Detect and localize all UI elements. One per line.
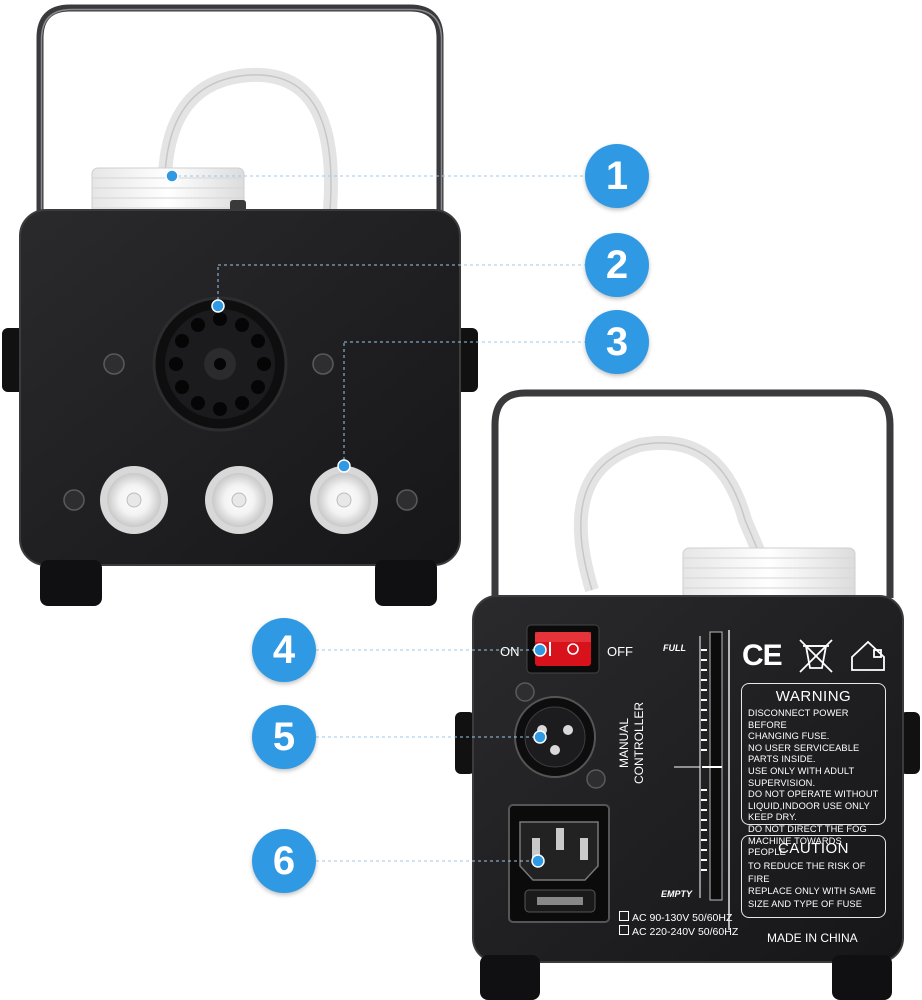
front-right-knob bbox=[456, 328, 478, 392]
voltage-checkbox bbox=[619, 925, 629, 935]
callout-2: 2 bbox=[585, 233, 649, 297]
manual-controller-line-2: CONTROLLER bbox=[632, 702, 646, 785]
rear-fluid-tank bbox=[682, 547, 856, 601]
caution-line: FIRE bbox=[748, 873, 770, 884]
warning-text: DISCONNECT POWER BEFORE CHANGING FUSE. N… bbox=[742, 705, 885, 859]
warning-line: PARTS INSIDE. bbox=[748, 754, 816, 765]
front-unit bbox=[2, 4, 478, 606]
gauge-empty-label: EMPTY bbox=[661, 889, 693, 899]
voltage-option-label: AC 90-130V 50/60HZ bbox=[632, 912, 733, 924]
callout-4: 4 bbox=[252, 618, 316, 682]
fog-nozzle bbox=[152, 296, 288, 432]
warning-line: DO NOT OPERATE WITHOUT bbox=[748, 789, 879, 800]
warning-title: WARNING bbox=[775, 688, 852, 705]
indoor-use-icon bbox=[851, 640, 885, 671]
front-foot-right bbox=[375, 560, 437, 606]
leader-dots bbox=[165, 169, 547, 868]
warning-line: DO NOT DIRECT THE FOG bbox=[748, 823, 867, 834]
power-switch bbox=[526, 624, 600, 674]
warning-line: DISCONNECT POWER BEFORE bbox=[748, 708, 849, 730]
iec-power-inlet bbox=[508, 804, 610, 923]
gauge-full-label: FULL bbox=[663, 643, 686, 653]
switch-off-label: OFF bbox=[607, 644, 633, 659]
xlr-manual-controller-socket bbox=[514, 696, 596, 778]
warning-box: WARNING DISCONNECT POWER BEFORE CHANGING… bbox=[741, 683, 886, 857]
rear-unit bbox=[455, 389, 920, 1000]
warning-line: SUPERVISION. bbox=[748, 777, 816, 788]
leader-lines bbox=[172, 175, 585, 862]
front-handle bbox=[36, 4, 444, 245]
voltage-option-110: AC 90-130V 50/60HZ bbox=[619, 911, 738, 925]
ce-mark: CE bbox=[742, 639, 783, 672]
warning-line: USE ONLY WITH ADULT bbox=[748, 765, 855, 776]
callout-1: 1 bbox=[585, 144, 649, 208]
manual-controller-label: MANUAL CONTROLLER bbox=[617, 698, 647, 788]
led-lights bbox=[100, 466, 378, 534]
warning-line: CHANGING FUSE. bbox=[748, 731, 830, 742]
voltage-option-220: AC 220-240V 50/60HZ bbox=[619, 925, 738, 939]
voltage-checkbox bbox=[619, 911, 629, 921]
voltage-option-label: AC 220-240V 50/60HZ bbox=[632, 926, 739, 938]
fluid-level-gauge bbox=[674, 631, 723, 901]
manual-controller-line-1: MANUAL bbox=[617, 718, 631, 769]
front-foot-left bbox=[40, 560, 102, 606]
callout-3: 3 bbox=[585, 310, 649, 374]
callout-6: 6 bbox=[252, 829, 316, 893]
rear-handle bbox=[491, 389, 894, 598]
weee-bin-icon bbox=[799, 639, 833, 673]
warning-line: KEEP DRY. bbox=[748, 812, 797, 823]
caution-line: TO REDUCE THE RISK OF bbox=[748, 861, 866, 871]
made-in-label: MADE IN CHINA bbox=[767, 931, 858, 945]
warning-line: LIQUID,INDOOR USE ONLY bbox=[748, 800, 870, 811]
caution-title: CAUTION bbox=[778, 840, 849, 857]
caution-text: TO REDUCE THE RISK OF FIRE REPLACE ONLY … bbox=[742, 857, 885, 910]
front-left-knob bbox=[2, 328, 24, 392]
switch-on-label: ON bbox=[500, 644, 520, 659]
warning-line: MACHINE TOWARDS PEOPLE bbox=[748, 835, 842, 858]
voltage-options: AC 90-130V 50/60HZ AC 220-240V 50/60HZ bbox=[619, 911, 738, 939]
callout-5: 5 bbox=[252, 705, 316, 769]
caution-line: SIZE AND TYPE OF FUSE bbox=[748, 898, 863, 909]
warning-line: NO USER SERVICEABLE bbox=[748, 742, 860, 753]
caution-box: CAUTION TO REDUCE THE RISK OF FIRE REPLA… bbox=[741, 835, 886, 918]
caution-line: REPLACE ONLY WITH SAME bbox=[748, 886, 876, 896]
